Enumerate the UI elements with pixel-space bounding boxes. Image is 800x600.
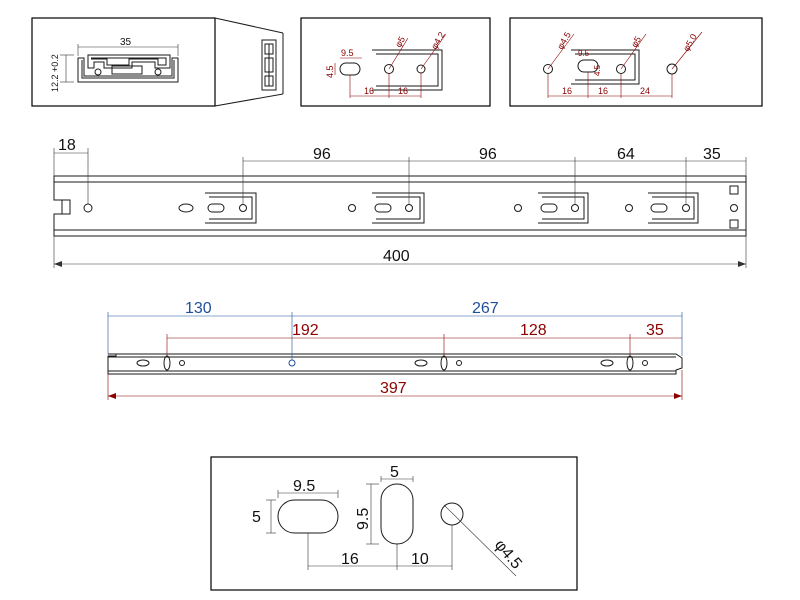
detail-2-bracket — [571, 49, 640, 85]
detail-2-slot-height: 4.5 — [593, 64, 602, 76]
detail-1-slot-width: 9.5 — [341, 48, 354, 58]
outer-rail-pitch-2-dim: 96 — [479, 146, 497, 163]
detail-view-2-frame — [509, 17, 763, 107]
rail-cross-section — [77, 54, 179, 83]
outer-rail-end-offset-dim: 35 — [703, 146, 721, 163]
detail-2-hole-mid-label: φ5 — [629, 35, 643, 49]
inner-rail-total-length-dim: 397 — [380, 380, 407, 397]
profile-view-panel: 35 12.2 +0.2 — [31, 17, 284, 107]
inner-rail-left-span-dim: 130 — [185, 300, 212, 317]
outer-rail-bracket-2 — [348, 192, 425, 224]
horizontal-oval-width-dim: 9.5 — [293, 478, 315, 495]
profile-width-dimension: 35 — [77, 37, 179, 56]
outer-rail-total-length-dim: 400 — [383, 248, 410, 265]
outer-rail-pitch-1-dim: 96 — [313, 146, 331, 163]
inner-rail-slot-1 — [163, 355, 171, 371]
detail-2-spacing-2: 16 — [598, 86, 608, 96]
detail-1-spacing-2: 16 — [398, 86, 408, 96]
inner-rail-right-span-dim: 267 — [472, 300, 499, 317]
horizontal-oval-height-dim: 5 — [252, 509, 261, 526]
inner-rail-end-offset-dim: 35 — [646, 322, 664, 339]
inner-rail-slot-2 — [440, 355, 448, 371]
profile-width-label: 35 — [120, 37, 132, 48]
detail-2-slot-width: 9.5 — [578, 49, 590, 58]
vertical-oval-height-dim: 9.5 — [355, 508, 372, 530]
outer-rail-end-square-bottom — [729, 219, 739, 229]
detail-1-bracket — [372, 49, 443, 91]
outer-rail-end-square-top — [729, 185, 739, 195]
outer-rail-end-hole — [730, 204, 738, 212]
detail-2-hole-left — [543, 64, 553, 74]
detail-1-hole-a-label: φ5 — [393, 35, 407, 49]
hole-spacing-2-dim: 10 — [411, 551, 429, 568]
rail-side-profile — [261, 39, 277, 91]
inner-rail-body — [107, 353, 683, 375]
inner-rail-slot-3 — [626, 355, 634, 371]
outer-rail-drawing: 18 96 96 64 35 400 — [53, 137, 747, 268]
detail-2-spacing-1: 16 — [562, 86, 572, 96]
detail-2-spacing-3: 24 — [640, 86, 650, 96]
profile-view-frame — [31, 17, 216, 107]
detail-1-spacing-1: 16 — [364, 86, 374, 96]
inner-rail-drawing: 130 267 192 128 35 397 — [107, 300, 683, 400]
inner-rail-pitch-1-dim: 192 — [292, 322, 319, 339]
vertical-oval-width-dim: 5 — [390, 464, 399, 481]
profile-height-label: 12.2 +0.2 — [50, 54, 60, 92]
outer-rail-hole-first — [83, 203, 93, 213]
outer-rail-first-hole-dim: 18 — [58, 137, 76, 154]
outer-rail-bracket-1 — [178, 192, 257, 224]
detail-view-2-panel: φ4.5 9.5 4.5 φ5 φ5.0 16 16 24 — [509, 17, 763, 107]
hole-spacing-1-dim: 16 — [341, 551, 359, 568]
detail-view-1-frame — [300, 17, 491, 107]
detail-1-slot-height: 4.5 — [325, 65, 335, 78]
outer-rail-body — [53, 175, 747, 237]
hole-detail-panel: 9.5 5 5 9.5 16 10 φ4.5 — [210, 456, 578, 591]
inner-rail-blue-hole — [288, 359, 296, 367]
profile-height-dimension: 12.2 +0.2 — [50, 54, 74, 92]
detail-view-1-panel: 9.5 4.5 φ5 φ4.2 16 16 — [300, 17, 491, 107]
detail-2-hole-mid — [616, 64, 626, 74]
inner-rail-oval-1 — [136, 359, 150, 367]
outer-rail-pitch-3-dim: 64 — [617, 146, 635, 163]
outer-rail-bracket-4 — [625, 192, 699, 224]
inner-rail-pitch-2-dim: 128 — [520, 322, 547, 339]
outer-rail-bracket-3 — [514, 192, 589, 224]
